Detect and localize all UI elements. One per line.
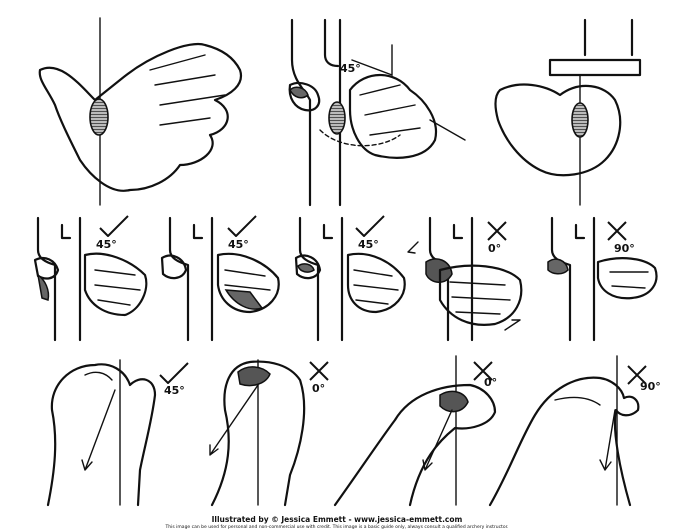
angle-label-r3-2: 0° — [312, 382, 325, 395]
back-of-hand-riser-figure — [496, 20, 640, 205]
wrist-90-degree-figure: 90° — [490, 356, 661, 505]
reject-cross-icon-r2-5 — [608, 222, 626, 240]
approve-check-icon-r2-1 — [100, 216, 128, 236]
angle-label-r3-3: 0° — [484, 376, 497, 389]
open-palm-pressure-point-figure — [40, 18, 241, 205]
illustration-credit: Illustrated by © Jessica Emmett - www.je… — [0, 515, 674, 524]
angle-label-r2-1: 45° — [96, 238, 117, 251]
usage-disclaimer: This image can be used for personal and … — [0, 525, 674, 530]
angle-label-r3-1: 45° — [164, 384, 185, 397]
riser-grip-90-degree-figure: 90° — [548, 218, 656, 340]
riser-grip-45-figure-3: 45° — [296, 216, 418, 340]
angle-label-r2-3: 45° — [358, 238, 379, 251]
wrist-0-degree-figure-1: 0° — [210, 360, 328, 505]
riser-grip-45-figure-2: 45° — [162, 216, 279, 340]
riser-grip-45-degree-figure: 45° — [290, 20, 465, 205]
riser-grip-45-figure-1: 45° — [35, 216, 146, 340]
wrist-0-degree-figure-2: 0° — [335, 356, 497, 505]
approve-check-icon-r3-1 — [160, 363, 188, 383]
approve-check-icon-r2-3 — [356, 216, 384, 236]
reject-cross-icon-r3-2 — [310, 362, 328, 380]
reject-cross-icon-r2-4 — [488, 222, 506, 240]
riser-grip-0-degree-figure: 0° — [426, 218, 521, 340]
angle-label-r3-4: 90° — [640, 380, 661, 393]
angle-label-r2-4: 0° — [488, 242, 501, 255]
angle-label-r2-5: 90° — [614, 242, 635, 255]
approve-check-icon-r2-2 — [228, 216, 256, 236]
angle-label-r2-2: 45° — [228, 238, 249, 251]
angle-label-r1: 45° — [340, 62, 361, 75]
wrist-45-degree-figure: 45° — [48, 360, 188, 505]
